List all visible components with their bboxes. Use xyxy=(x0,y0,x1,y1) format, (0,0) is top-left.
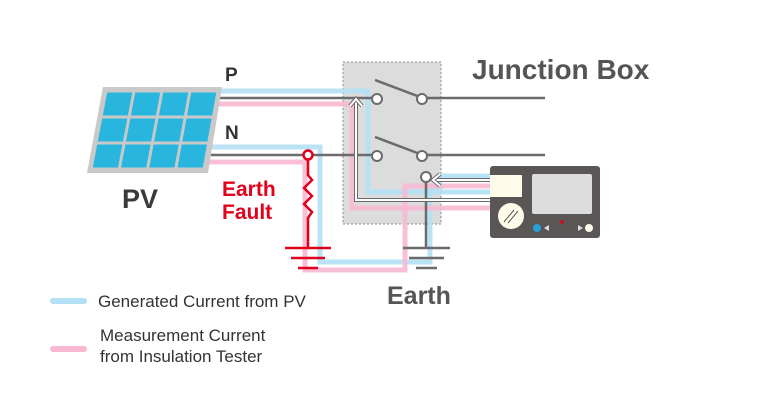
tester-blue-indicator-icon xyxy=(533,224,541,232)
switch-terminals xyxy=(371,93,432,183)
legend-label-measurement-line2: from Insulation Tester xyxy=(100,347,263,366)
legend: Generated Current from PV Measurement Cu… xyxy=(50,292,307,366)
tester-white-indicator-icon xyxy=(585,224,593,232)
legend-label-measurement-line1: Measurement Current xyxy=(100,326,266,345)
tester-lead-connector xyxy=(490,175,522,197)
pv-cell xyxy=(125,118,156,142)
n-switch-blade xyxy=(374,135,421,156)
earth-fault-symbol xyxy=(285,149,331,270)
tester-leads xyxy=(348,95,490,202)
pv-cell xyxy=(182,118,212,142)
pv-cell xyxy=(158,92,189,116)
wires xyxy=(208,78,545,248)
pv-cell xyxy=(97,118,128,142)
pv-cell xyxy=(187,92,217,116)
n-terminal-label: N xyxy=(225,123,239,144)
tester-dial-icon xyxy=(498,203,524,229)
p-terminal-label: P xyxy=(225,65,238,86)
tester-right-button-icon xyxy=(578,225,583,231)
pv-cell xyxy=(149,144,179,168)
junction-box-label: Junction Box xyxy=(472,54,650,85)
pv-cell xyxy=(121,144,151,168)
legend-label-generated: Generated Current from PV xyxy=(98,292,307,311)
pv-cell xyxy=(102,92,133,116)
tester-display xyxy=(532,174,592,214)
pv-cell xyxy=(92,144,123,168)
pv-label: PV xyxy=(122,184,158,214)
measurement-current-n-path xyxy=(206,159,490,273)
earth-label: Earth xyxy=(387,282,451,310)
insulation-tester xyxy=(490,166,600,238)
earth-fault-label-line1: Earth xyxy=(222,178,276,201)
earth-ground-symbol xyxy=(403,246,450,270)
p-switch-blade xyxy=(374,78,421,99)
earth-fault-label-line2: Fault xyxy=(222,201,272,224)
tester-red-indicator-icon xyxy=(560,220,564,224)
pv-cell xyxy=(154,118,184,142)
pv-cell xyxy=(177,144,207,168)
pv-panel-icon xyxy=(87,87,222,173)
tester-left-button-icon xyxy=(544,225,549,231)
pv-cell xyxy=(130,92,161,116)
